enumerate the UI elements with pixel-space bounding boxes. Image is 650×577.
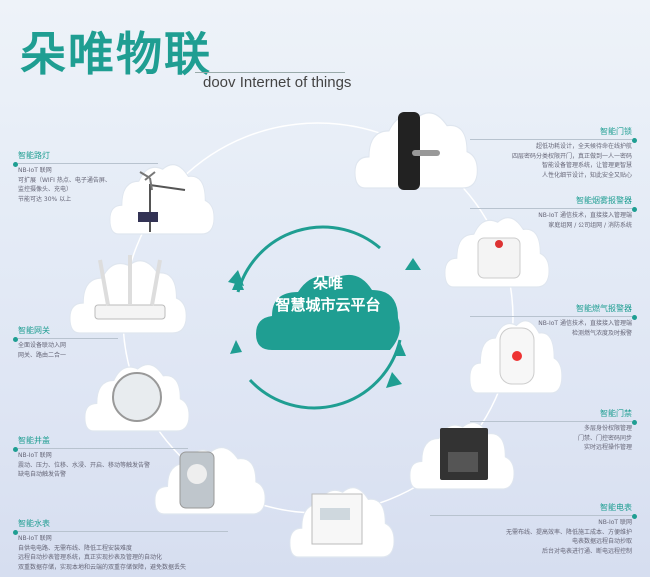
feature-line: 全面设备联动入网 <box>18 342 67 349</box>
feature-title: 智能门锁 <box>600 127 632 136</box>
bullet-dot-icon <box>632 207 637 212</box>
center-cloud <box>256 274 400 350</box>
feature-title: 智能电表 <box>600 503 632 512</box>
feature-block: 智能电表 NB-IoT 联网无需布线、提高效率、降低施工成本、方便维护电表数据远程… <box>430 502 637 556</box>
bullet-dot-icon <box>632 514 637 519</box>
subtitle: doov Internet of things <box>203 74 352 91</box>
feature-line: NB-IoT 联网 <box>598 519 632 526</box>
feature-line: 智能设备管理系统，让管理更智慧 <box>541 162 632 169</box>
access-control-cloud <box>409 421 515 490</box>
feature-line: 门禁、门控密码同步 <box>577 434 632 442</box>
bullet-dot-icon <box>632 315 637 320</box>
feature-line: 实时远程操作管理 <box>583 444 632 451</box>
divider <box>470 316 632 317</box>
feature-title: 智能燃气报警器 <box>576 304 632 313</box>
feature-block: 智能水表 NB-IoT 联网自供电电路、无需布线、降低工程安装难度远程自动抄表管理… <box>13 518 228 572</box>
bullet-dot-icon <box>13 337 18 342</box>
street-lamp-cloud <box>109 163 215 235</box>
feature-line: 家庭组网 / 公司组网 / 消防系统 <box>548 221 632 229</box>
feature-title: 智能网关 <box>18 326 50 335</box>
gateway-cloud <box>69 255 187 334</box>
water-meter-cloud <box>154 446 266 515</box>
feature-block: 智能门锁超低功耗设计，全天候待命在线护航四层密码分类权限开门，真正做到一人一密码… <box>470 126 637 180</box>
feature-block: 智能门禁多层身份权限管理门禁、门控密码同步实时远程操作管理 <box>470 408 637 453</box>
feature-line: 节能可达 30% 以上 <box>18 195 72 203</box>
door-lock-cloud <box>354 112 478 190</box>
bullet-dot-icon <box>632 138 637 143</box>
divider <box>470 421 632 422</box>
divider <box>470 139 632 140</box>
feature-block: 智能燃气报警器 NB-IoT 通信技术，直接接入管理端检测燃气浓度及时报警 <box>470 303 637 338</box>
feature-line: 电表数据远程自动抄取 <box>571 538 632 545</box>
feature-line: 可扩展（WIFI 热点、电子通告屏、 <box>18 176 111 184</box>
feature-line: NB-IoT 通信技术，直接接入管理端 <box>538 212 632 219</box>
center-line1: 朵唯 <box>312 274 343 292</box>
divider <box>430 515 632 516</box>
bullet-dot-icon <box>13 447 18 452</box>
feature-block: 智能井盖 NB-IoT 联网震动、压力、位移、水浸、开启、移动等触发告警缺电自动触… <box>13 435 188 480</box>
divider <box>470 208 632 209</box>
electric-meter-cloud <box>289 486 395 558</box>
smoke-detector-cloud <box>444 216 550 288</box>
feature-line: 双重数据存储，实现本地和云端的双重存储保障，避免数据丢失 <box>18 563 187 571</box>
feature-title: 智能水表 <box>18 519 50 528</box>
bullet-dot-icon <box>632 420 637 425</box>
feature-line: 超低功耗设计，全天候待命在线护航 <box>535 143 632 150</box>
feature-line: 震动、压力、位移、水浸、开启、移动等触发告警 <box>18 461 151 469</box>
feature-line: 远程自动抄表管理系统，真正实现抄表及管理的自动化 <box>18 554 163 561</box>
divider <box>18 338 118 339</box>
feature-line: 监控摄像头、充电） <box>18 186 73 193</box>
divider <box>18 163 158 164</box>
page-title: 朵唯物联 <box>20 27 212 81</box>
divider <box>18 448 188 449</box>
feature-line: NB-IoT 联网 <box>18 535 52 542</box>
divider <box>195 72 345 73</box>
feature-title: 智能井盖 <box>18 436 50 445</box>
feature-line: NB-IoT 联网 <box>18 167 52 174</box>
center-label: 朵唯 智慧城市云平台 <box>258 272 398 316</box>
feature-block: 智能路灯 NB-IoT 联网可扩展（WIFI 热点、电子通告屏、监控摄像头、充电）… <box>13 150 158 204</box>
feature-line: 人性化细节设计，知此安全又贴心 <box>541 171 632 179</box>
gas-detector-cloud <box>469 320 563 394</box>
feature-line: 四层密码分类权限开门，真正做到一人一密码 <box>511 152 632 160</box>
feature-line: NB-IoT 联网 <box>18 452 52 459</box>
feature-title: 智能路灯 <box>18 151 50 160</box>
feature-line: 自供电电路、无需布线、降低工程安装难度 <box>18 544 133 552</box>
feature-title: 智能门禁 <box>600 409 632 418</box>
feature-block: 智能网关全面设备联动入网网关、路由二合一 <box>13 325 118 360</box>
feature-line: 无需布线、提高效率、降低施工成本、方便维护 <box>505 528 632 536</box>
manhole-cloud <box>84 363 190 432</box>
center-line2: 智慧城市云平台 <box>275 296 381 314</box>
feature-line: 后台对电表进行通、断电远程控制 <box>541 547 632 555</box>
feature-title: 智能烟雾报警器 <box>576 196 632 205</box>
feature-line: NB-IoT 通信技术，直接接入管理端 <box>538 320 632 327</box>
cycle-arrows <box>232 225 406 410</box>
divider <box>18 531 228 532</box>
bullet-dot-icon <box>13 162 18 167</box>
feature-line: 缺电自动触发告警 <box>18 471 67 478</box>
feature-block: 智能烟雾报警器 NB-IoT 通信技术，直接接入管理端家庭组网 / 公司组网 / … <box>470 195 637 230</box>
feature-line: 多层身份权限管理 <box>583 425 632 432</box>
bullet-dot-icon <box>13 530 18 535</box>
feature-line: 网关、路由二合一 <box>18 351 67 359</box>
feature-line: 检测燃气浓度及时报警 <box>571 329 632 337</box>
